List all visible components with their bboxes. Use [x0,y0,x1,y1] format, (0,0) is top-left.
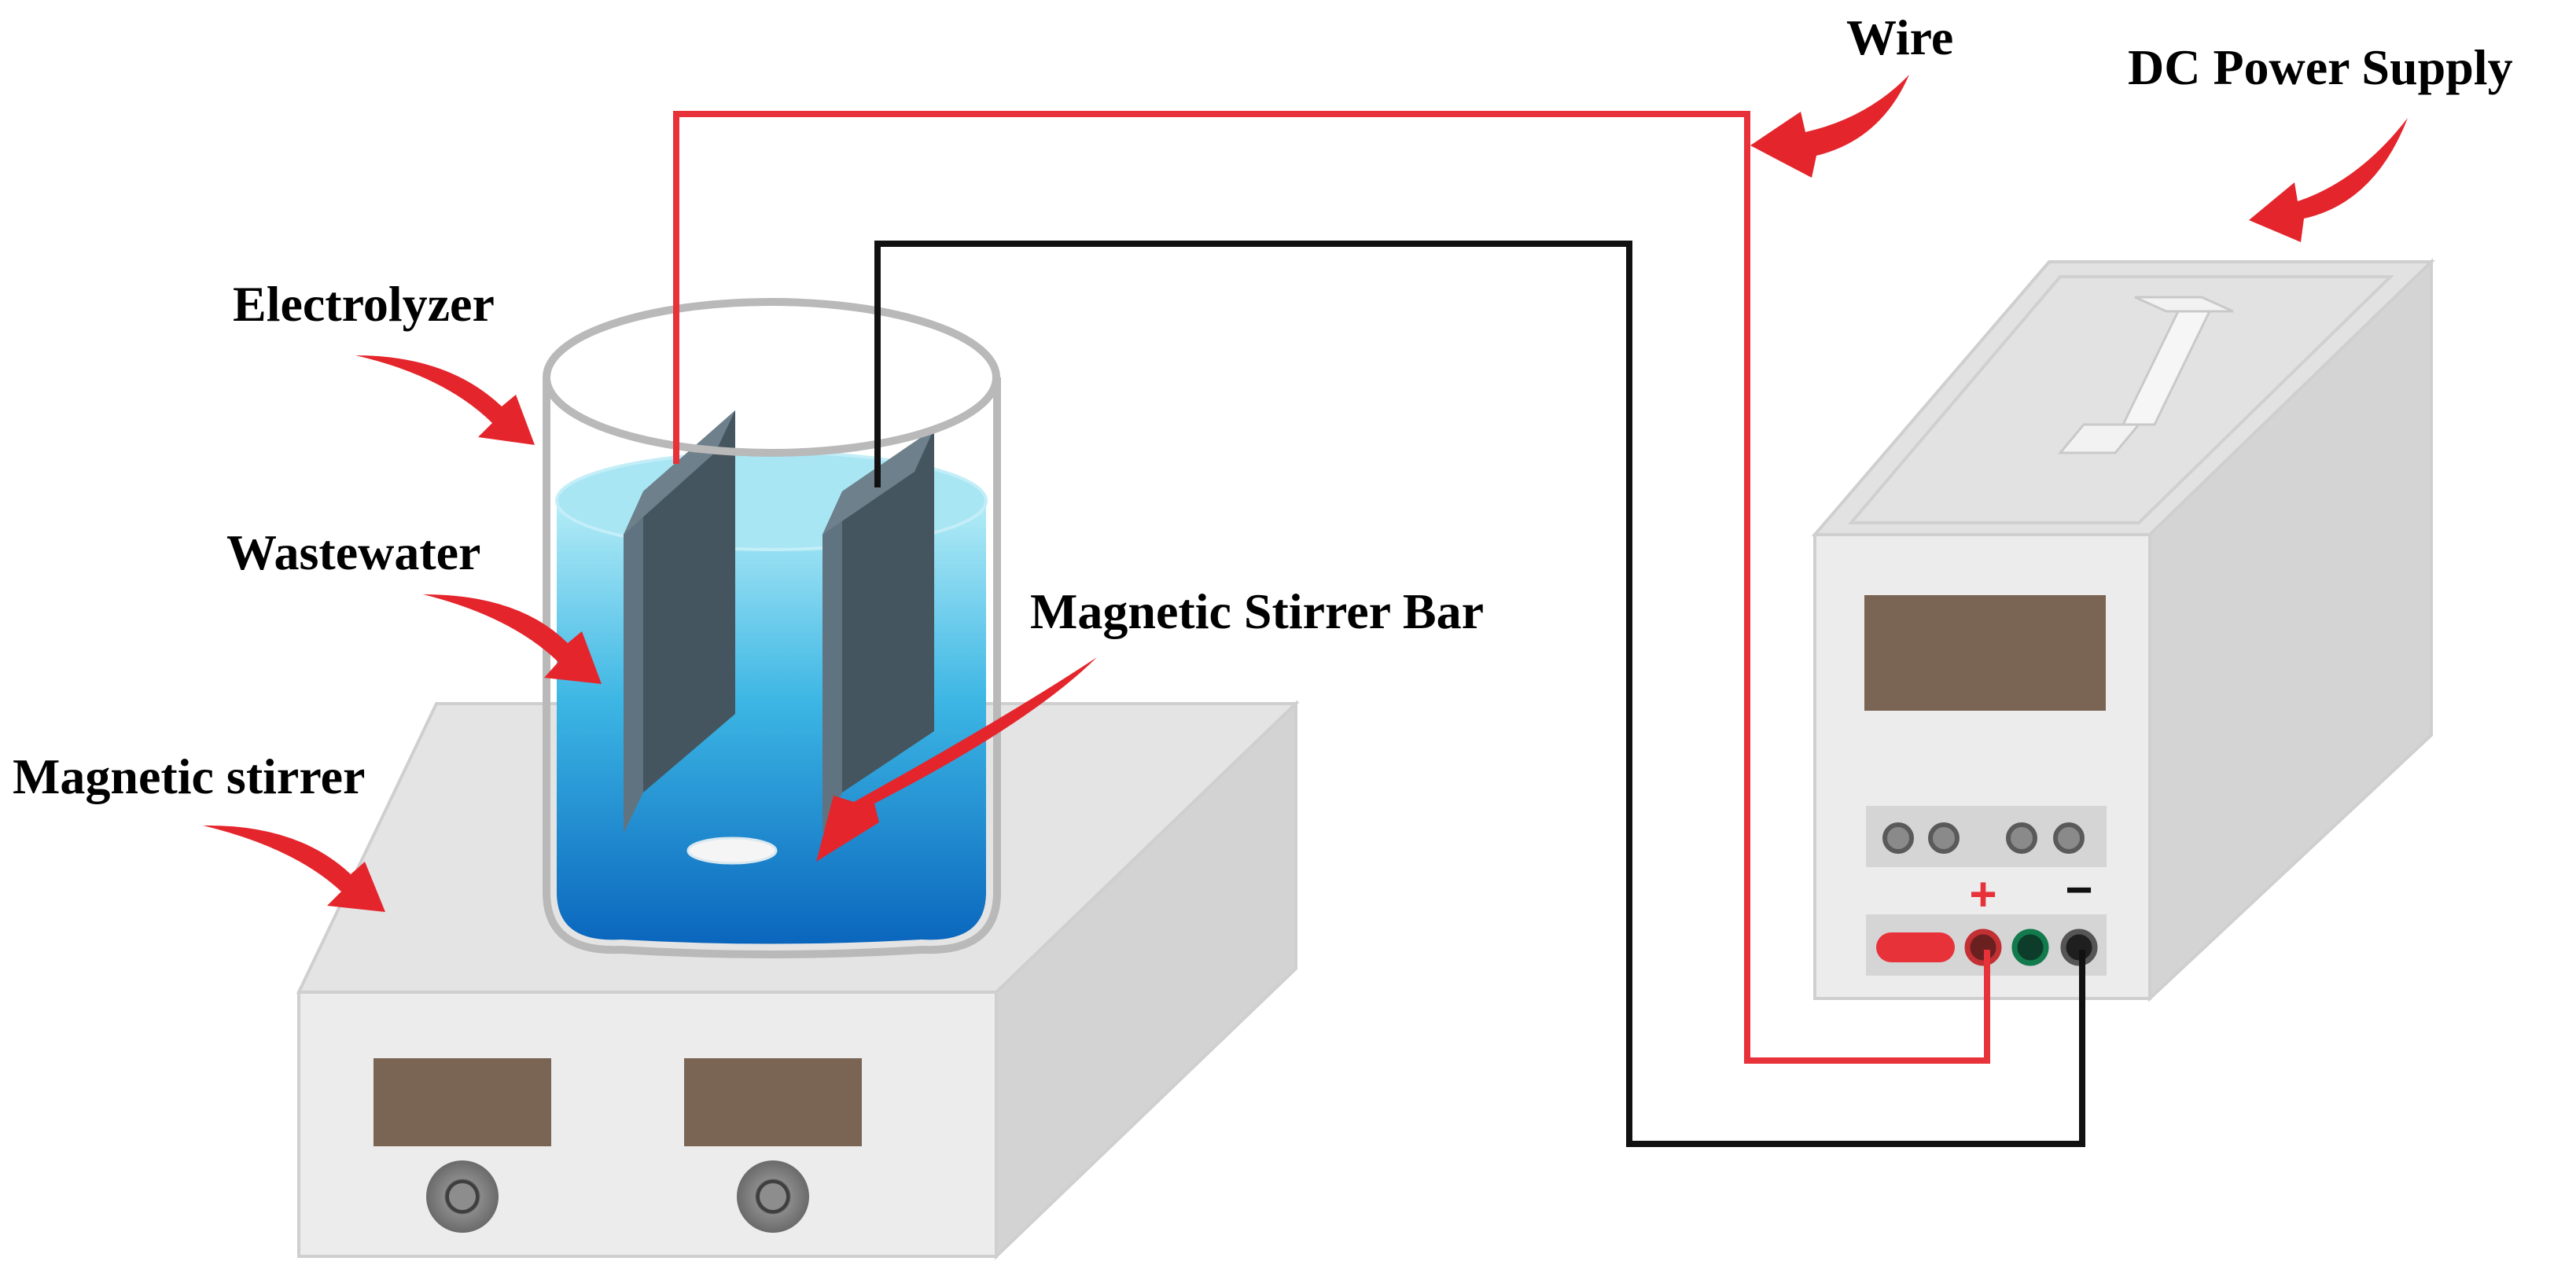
psu-knob-1 [1882,822,1914,854]
arrow-to-magnetic-stirrer [203,825,385,912]
label-wire: Wire [1846,9,1953,65]
electrode-left [624,410,735,833]
arrow-to-power-supply [2249,118,2408,242]
electrolyzer-beaker [543,298,1001,958]
arrow-to-stirrer-bar [816,657,1097,862]
psu-ground-terminal [2011,929,2049,966]
negative-terminal-label: − [2065,863,2092,916]
label-magnetic-stirrer: Magnetic stirrer [13,748,365,804]
stirrer-knob-left-center [449,1183,476,1210]
psu-top-inner [1847,275,2394,524]
label-electrolyzer: Electrolyzer [233,276,495,332]
beaker-wall [543,377,1001,958]
electrode-right [822,428,934,833]
beaker-rim [543,298,1000,457]
stirrer-knob-right-center [760,1183,786,1210]
magnetic-stirrer-bar [686,837,778,865]
psu-power-switch [1876,932,1955,962]
psu-knob-3 [2006,822,2037,854]
arrow-to-electrolyzer [355,355,535,445]
wire-negative [874,241,2085,1147]
positive-terminal-label: + [1969,868,1996,921]
arrow-to-wastewater [423,594,602,684]
arrow-to-wire [1750,75,1909,178]
psu-knob-4 [2053,822,2085,854]
stirrer-display-left [374,1058,551,1146]
psu-positive-terminal [1964,929,2002,966]
psu-handle [2057,296,2234,454]
label-dc-power-supply: DC Power Supply [2128,39,2513,95]
psu-knob-2 [1928,822,1960,854]
label-magnetic-stirrer-bar: Magnetic Stirrer Bar [1030,583,1484,639]
stirrer-display-right [684,1058,862,1146]
dc-power-supply: + − [1811,258,2435,1002]
wire-positive [673,111,1990,1064]
psu-display [1864,595,2106,711]
label-wastewater: Wastewater [226,524,480,580]
pointer-arrows [203,75,2408,912]
